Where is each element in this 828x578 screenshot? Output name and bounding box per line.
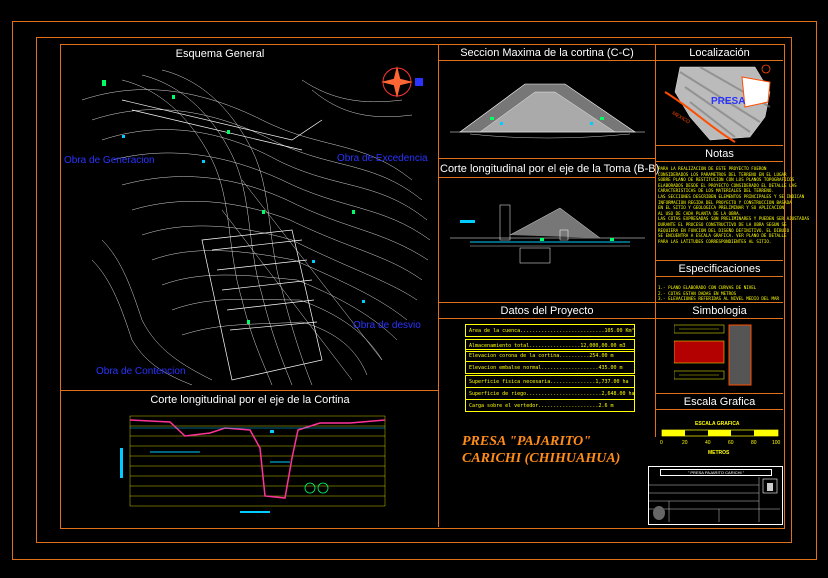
divider bbox=[438, 44, 439, 527]
especificaciones-text: 1.- PLANO ELABORADO CON CURVAS DE NIVEL … bbox=[658, 285, 780, 302]
esquema-general-title: Esquema General bbox=[175, 48, 265, 60]
divider bbox=[655, 302, 783, 303]
escala-unit: METROS bbox=[708, 450, 730, 456]
corte-cortina-title: Corte longitudinal por el eje de la Cort… bbox=[150, 394, 350, 406]
label-obra-desvio: Obra de desvio bbox=[353, 320, 421, 331]
escala-tick: 80 bbox=[751, 440, 757, 446]
divider bbox=[438, 302, 655, 303]
title-block-heading: " PRESA PAJARITO CARICHI " bbox=[660, 469, 772, 476]
label-obra-generacion: Obra de Generacion bbox=[64, 155, 155, 166]
divider bbox=[655, 393, 783, 394]
corte-toma-drawing bbox=[450, 204, 645, 264]
datos-row: Almacenamiento total.................12,… bbox=[465, 339, 635, 352]
divider bbox=[438, 318, 655, 319]
datos-row: Elevacion embalse normal................… bbox=[465, 361, 635, 374]
simbologia-title: Simbologia bbox=[692, 305, 747, 317]
datos-proyecto-title: Datos del Proyecto bbox=[500, 305, 594, 317]
localizacion-presa-label: PRESA bbox=[711, 96, 746, 107]
divider bbox=[655, 276, 783, 277]
corte-cortina-drawing bbox=[120, 415, 386, 513]
corte-toma-title: Corte longitudinal por el eje de la Toma… bbox=[440, 163, 660, 175]
divider bbox=[655, 44, 656, 437]
escala-tick: 100 bbox=[772, 440, 781, 446]
label-obra-contencion: Obra de Contencion bbox=[96, 366, 186, 377]
localizacion-title: Localización bbox=[689, 47, 750, 59]
outer-frame bbox=[12, 21, 817, 560]
project-location: CARICHI (CHIHUAHUA) bbox=[462, 451, 621, 466]
escala-grafica-title: Escala Grafica bbox=[683, 396, 756, 408]
divider bbox=[438, 60, 783, 61]
divider bbox=[655, 161, 783, 162]
escala-tick: 0 bbox=[660, 440, 663, 446]
localizacion-map bbox=[664, 64, 771, 143]
divider bbox=[655, 409, 783, 410]
divider bbox=[655, 318, 783, 319]
escala-grafica-bar bbox=[661, 429, 779, 437]
divider bbox=[60, 390, 438, 391]
label-obra-excedencia: Obra de Excedencia bbox=[337, 153, 428, 164]
escala-tick: 40 bbox=[705, 440, 711, 446]
especificaciones-title: Especificaciones bbox=[678, 263, 761, 275]
esquema-general-drawing bbox=[81, 66, 431, 386]
datos-row: Area de la cuenca.......................… bbox=[465, 324, 635, 337]
escala-grafica-label: ESCALA GRAFICA bbox=[695, 421, 740, 427]
title-block bbox=[648, 466, 783, 525]
divider bbox=[655, 260, 783, 261]
datos-row: Carga sobre el vertedor.................… bbox=[465, 399, 635, 412]
notas-title: Notas bbox=[705, 148, 734, 160]
divider bbox=[438, 158, 655, 159]
escala-tick: 60 bbox=[728, 440, 734, 446]
seccion-maxima-drawing bbox=[450, 83, 645, 139]
notas-text: PARA LA REALIZACION DE ESTE PROYECTO FUE… bbox=[658, 166, 810, 244]
project-name: PRESA "PAJARITO" bbox=[462, 434, 592, 449]
inner-frame bbox=[36, 37, 792, 543]
seccion-maxima-title: Seccion Maxima de la cortina (C-C) bbox=[460, 47, 634, 59]
divider bbox=[438, 177, 655, 178]
simbologia-legend bbox=[674, 324, 752, 386]
panel-frame bbox=[60, 44, 785, 529]
escala-tick: 20 bbox=[682, 440, 688, 446]
title-block-lines bbox=[649, 477, 780, 522]
divider bbox=[655, 145, 783, 146]
